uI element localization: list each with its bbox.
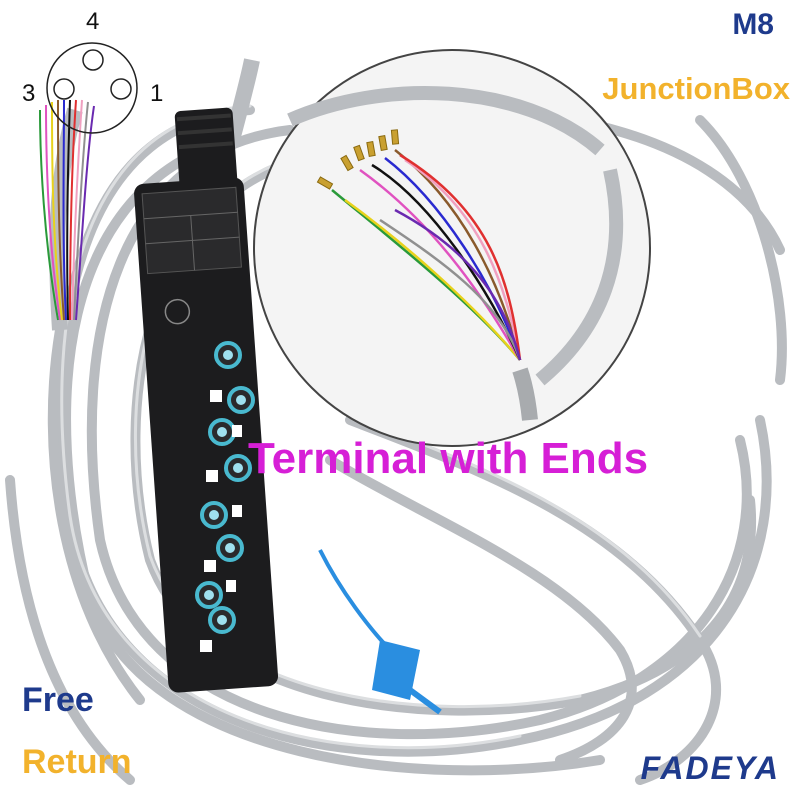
product-type-label: M8 [732, 8, 774, 41]
ferrule-tips [316, 129, 400, 190]
port [216, 534, 244, 562]
cable-tie [318, 549, 442, 715]
box-lead-cable [224, 58, 260, 143]
port [195, 581, 223, 609]
port [214, 341, 242, 369]
left-wire-bundle [39, 99, 95, 321]
inset-main-cable [512, 367, 538, 421]
port-indicators [200, 390, 242, 652]
product-name-label: JunctionBox [602, 71, 790, 106]
pin-label-1: 1 [150, 80, 164, 107]
port [224, 454, 252, 482]
junction-box [134, 107, 279, 693]
pin-label-4: 4 [86, 8, 100, 35]
port [200, 501, 228, 529]
brand-logo: FADEYA [640, 750, 780, 786]
pin-diagram [46, 42, 138, 134]
free-label: Free [22, 681, 94, 719]
inset-cable [287, 85, 624, 386]
junction-box-ports [195, 341, 255, 634]
wire-ends-inset [253, 49, 651, 447]
inset-wires [331, 149, 522, 361]
return-label: Return [22, 743, 132, 781]
feature-label: Terminal with Ends [248, 434, 649, 483]
pin-label-3: 3 [22, 80, 36, 107]
port [208, 418, 236, 446]
port [227, 386, 255, 414]
port [208, 606, 236, 634]
